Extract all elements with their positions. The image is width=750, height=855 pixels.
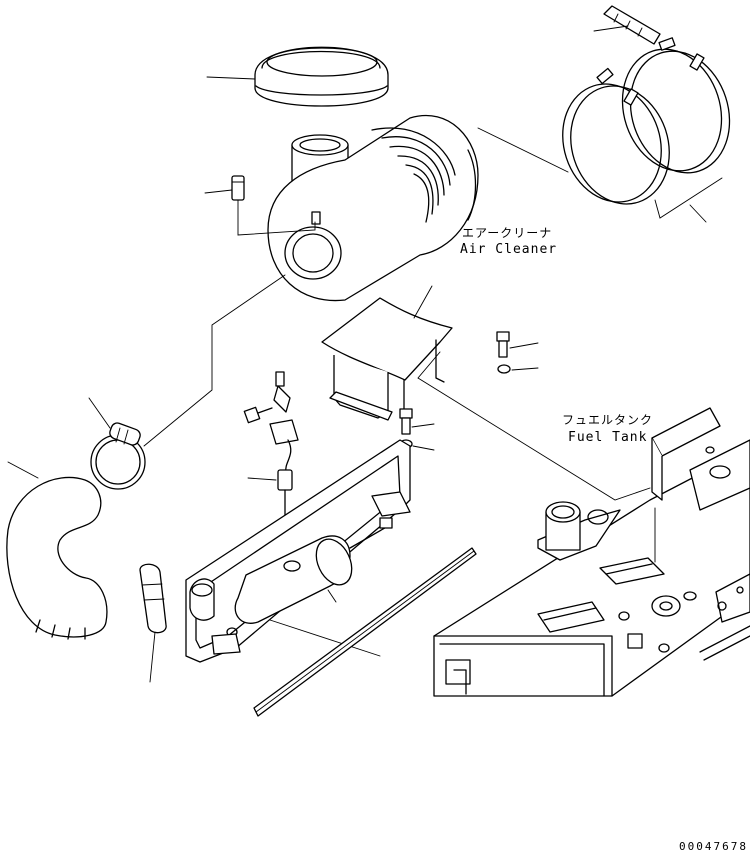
- leader-washer-1: [511, 367, 539, 371]
- leader-plug: [204, 189, 233, 194]
- leader-washer-2: [412, 445, 435, 451]
- leader-bracket-tank: [417, 351, 651, 501]
- elbow-hose: [6, 476, 108, 640]
- leader-bolt-1: [509, 342, 539, 349]
- leader-bands: [654, 177, 723, 219]
- leader-bands-cleaner: [477, 127, 569, 173]
- bracket-bolt-1: [496, 331, 511, 374]
- band-bolt: [603, 5, 661, 45]
- fuel-tank-label: フュエルタンク Fuel Tank: [562, 413, 653, 445]
- rubber-valve: [139, 563, 167, 634]
- leader-cleaner-clamp: [143, 274, 286, 447]
- leader-bolt-top: [593, 25, 629, 32]
- air-cleaner-label-en: Air Cleaner: [460, 242, 557, 257]
- tank-support-bracket: [651, 407, 750, 511]
- intake-duct: [189, 517, 393, 624]
- leader-duct: [327, 589, 337, 603]
- air-cleaner-label: エアークリーナ Air Cleaner: [460, 226, 557, 257]
- mounting-bands: [562, 37, 731, 205]
- air-cleaner-cap: [254, 46, 389, 107]
- fuel-tank-label-jp: フュエルタンク: [562, 413, 653, 427]
- hose-clamp: [90, 422, 146, 490]
- drawing-number: 00047678: [679, 840, 748, 853]
- leader-plug-bracket: [237, 199, 316, 236]
- air-cleaner-body: [267, 115, 479, 302]
- leader-cap: [206, 76, 256, 80]
- leader-bracket: [413, 285, 433, 319]
- fuel-tank-label-en: Fuel Tank: [568, 430, 647, 445]
- leader-clamp: [88, 397, 111, 429]
- leader-switch: [247, 477, 277, 481]
- pressure-switch: [243, 371, 299, 556]
- leader-bolt-2: [411, 423, 435, 428]
- cleaner-bracket: [321, 297, 453, 421]
- air-cleaner-label-jp: エアークリーナ: [462, 226, 552, 240]
- seal-strip: [253, 547, 477, 717]
- leader-hose: [7, 461, 39, 479]
- leader-seal: [269, 619, 381, 657]
- fuel-tank: [433, 447, 750, 697]
- leader-valve: [149, 631, 156, 683]
- vacuator-plug: [231, 175, 245, 201]
- leader-bands-2: [689, 204, 707, 223]
